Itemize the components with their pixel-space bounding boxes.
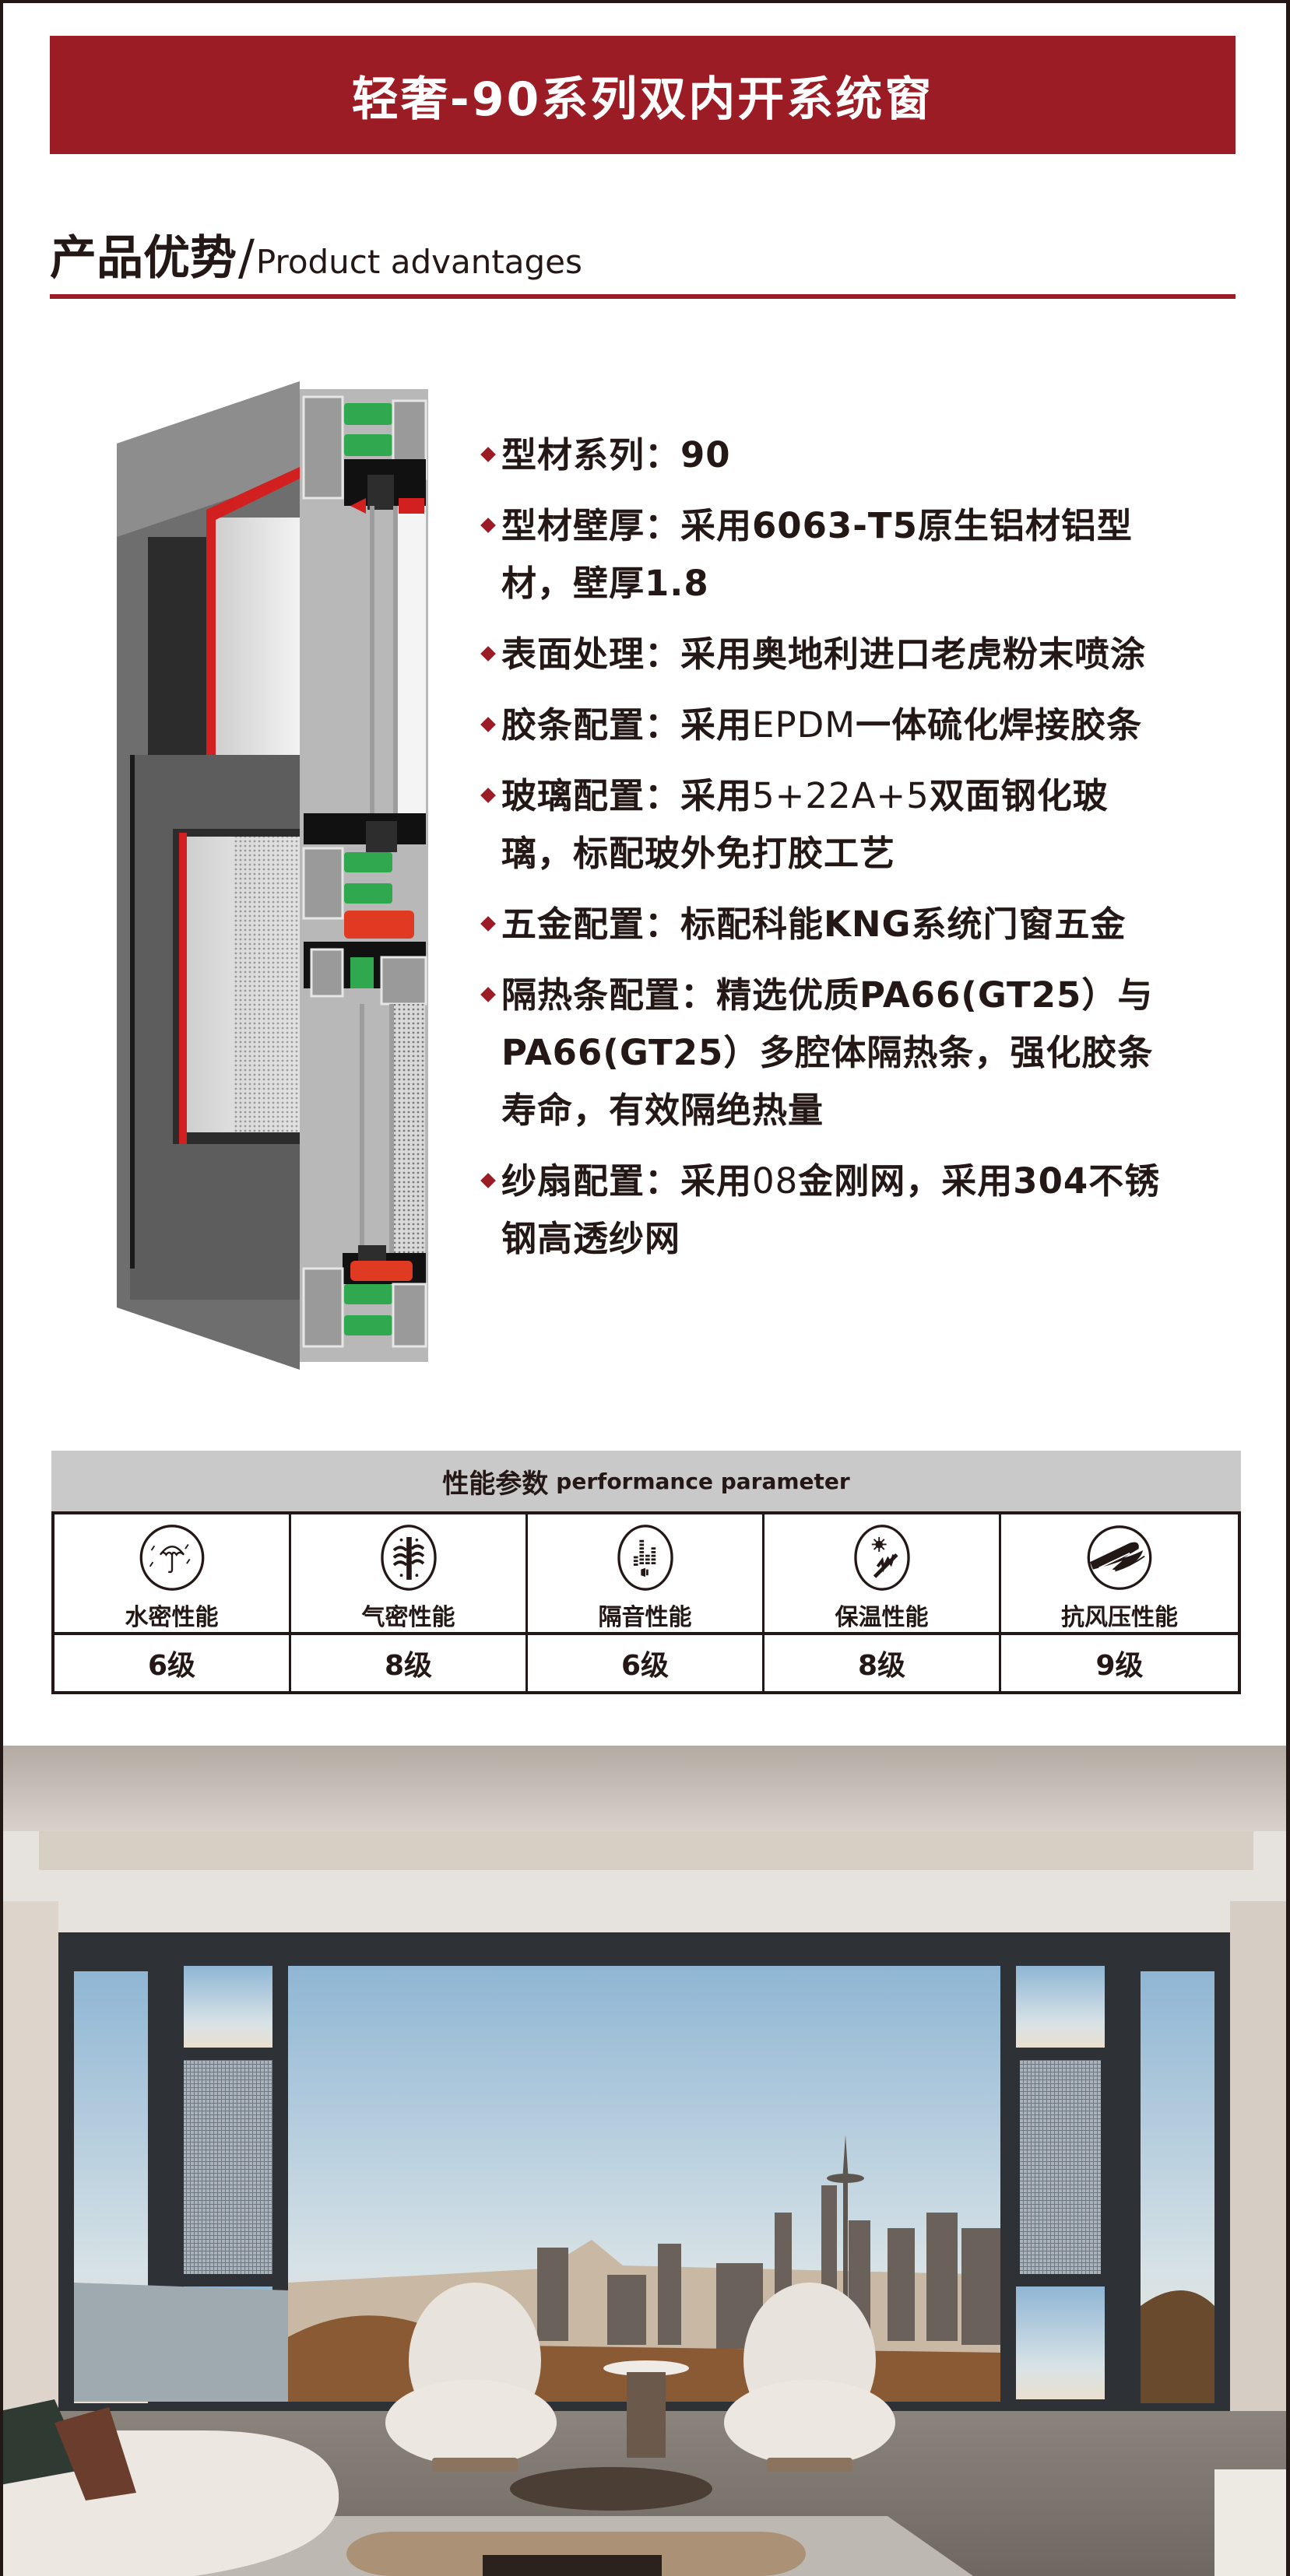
performance-label: 隔音性能: [598, 1604, 692, 1631]
feature-text-mesh-grade: 08: [752, 1160, 799, 1202]
diamond-bullet-icon: [480, 987, 496, 1002]
feature-text: 金刚网，采用304不锈: [798, 1160, 1161, 1202]
sun-thermal-icon: [853, 1525, 910, 1591]
feature-text: 五金配置：标配科能KNG系统门窗五金: [501, 904, 1127, 945]
performance-value: 8级: [857, 1650, 906, 1682]
performance-heading-en: performance parameter: [556, 1468, 850, 1494]
feature-item-screen-sash: 纱扇配置：采用08金刚网，采用304不锈 钢高透纱网: [480, 1153, 1228, 1268]
performance-table: 性能参数 performance parameter 水密性能 6级: [51, 1451, 1241, 1694]
diamond-bullet-icon: [480, 717, 496, 732]
diamond-bullet-icon: [480, 518, 496, 533]
section-heading: 产品优势 / Product advantages: [50, 219, 582, 286]
diamond-bullet-icon: [480, 788, 496, 803]
feature-list: 型材系列：90 型材壁厚：采用6063-T5原生铝材铝型 材，壁厚1.8 表面处…: [480, 426, 1228, 1281]
section-heading-cn: 产品优势: [50, 231, 237, 286]
feature-item-profile-series: 型材系列：90: [480, 426, 1228, 484]
performance-value: 6级: [620, 1650, 670, 1682]
feature-item-glass: 玻璃配置：采用5+22A+5双面钢化玻 璃，标配玻外免打胶工艺: [480, 767, 1228, 883]
window-profile-graphic: [117, 381, 428, 1370]
performance-label: 抗风压性能: [1061, 1604, 1178, 1631]
performance-grid: 水密性能 6级 气密性能 8级: [51, 1511, 1241, 1694]
performance-cell-watertight: 水密性能 6级: [54, 1514, 291, 1691]
performance-label: 气密性能: [361, 1604, 455, 1631]
feature-text: 隔热条配置：精选优质PA66(GT25）与: [501, 974, 1154, 1016]
section-heading-en: Product advantages: [255, 243, 582, 281]
feature-text-cont: 璃，标配玻外免打胶工艺: [501, 833, 896, 874]
feature-item-surface-treatment: 表面处理：采用奥地利进口老虎粉末喷涂: [480, 626, 1228, 683]
page-title: 轻奢-90系列双内开系统窗: [351, 72, 934, 127]
performance-value: 9级: [1095, 1650, 1144, 1682]
performance-label: 保温性能: [835, 1604, 929, 1631]
feature-item-hardware: 五金配置：标配科能KNG系统门窗五金: [480, 896, 1228, 953]
feature-text: 表面处理：采用奥地利进口老虎粉末喷涂: [501, 633, 1147, 675]
performance-table-header: 性能参数 performance parameter: [51, 1451, 1241, 1511]
feature-text-epdm: EPDM: [752, 704, 856, 746]
sound-bars-icon: [617, 1525, 673, 1591]
airflow-icon: [380, 1525, 437, 1591]
umbrella-rain-icon: [139, 1525, 204, 1591]
feature-text: 型材壁厚：采用6063-T5原生铝材铝型: [501, 505, 1133, 546]
feature-item-wall-thickness: 型材壁厚：采用6063-T5原生铝材铝型 材，壁厚1.8: [480, 497, 1228, 612]
feature-text-glass-spec: 5+22A+5: [752, 775, 930, 816]
diamond-bullet-icon: [480, 447, 496, 462]
interior-scene-photo: [0, 1746, 1290, 2576]
heading-divider: [50, 294, 1236, 299]
performance-heading-cn: 性能参数: [442, 1468, 549, 1500]
feature-text: 胶条配置：采用: [501, 704, 753, 746]
feature-text: 一体硫化焊接胶条: [856, 704, 1143, 746]
performance-label: 水密性能: [125, 1604, 219, 1631]
performance-cell-sound-insulation: 隔音性能 6级: [528, 1514, 765, 1691]
diamond-bullet-icon: [480, 1173, 496, 1188]
feature-text-cont: 材，壁厚1.8: [501, 563, 709, 604]
feature-text: 双面钢化玻: [929, 775, 1109, 816]
performance-value: 8级: [384, 1650, 433, 1682]
heading-slash: /: [238, 229, 255, 286]
feature-text: 型材系列：90: [501, 434, 731, 476]
feature-text: 玻璃配置：采用: [501, 775, 753, 816]
feature-item-seal-strip: 胶条配置：采用EPDM一体硫化焊接胶条: [480, 697, 1228, 754]
diamond-bullet-icon: [480, 916, 496, 932]
title-banner: 轻奢-90系列双内开系统窗: [50, 36, 1236, 154]
window-profile-illustration: [117, 381, 428, 1370]
diamond-bullet-icon: [480, 646, 496, 662]
performance-cell-wind-pressure: 抗风压性能 9级: [1001, 1514, 1238, 1691]
feature-text-cont: PA66(GT25）多腔体隔热条，强化胶条: [501, 1032, 1154, 1073]
living-room-window-scene: [0, 1746, 1290, 2576]
feature-text-cont: 钢高透纱网: [501, 1218, 681, 1259]
feature-text: 纱扇配置：采用: [501, 1160, 753, 1202]
feature-item-thermal-break: 隔热条配置：精选优质PA66(GT25）与 PA66(GT25）多腔体隔热条，强…: [480, 967, 1228, 1139]
performance-cell-thermal-insulation: 保温性能 8级: [765, 1514, 1001, 1691]
feature-text-cont: 寿命，有效隔绝热量: [501, 1090, 824, 1131]
performance-value: 6级: [147, 1650, 196, 1682]
performance-cell-airtight: 气密性能 8级: [291, 1514, 528, 1691]
wind-pressure-icon: [1087, 1525, 1152, 1590]
